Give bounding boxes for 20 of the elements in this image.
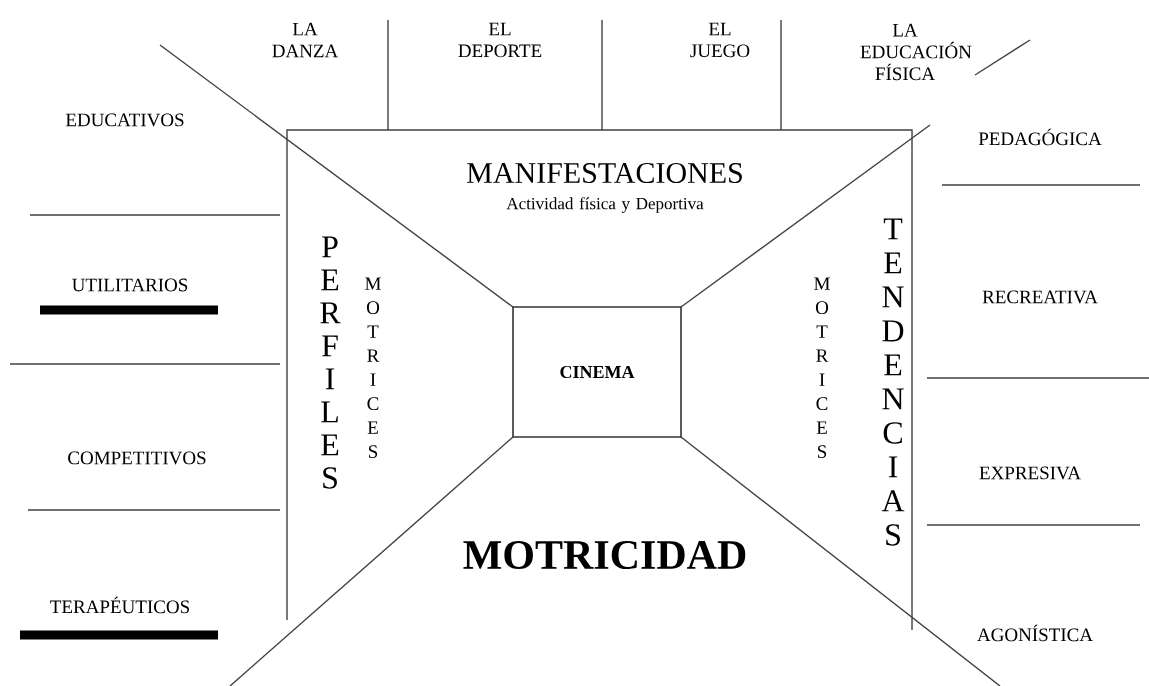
vertical-text: PERFILES bbox=[320, 236, 341, 489]
label-text: EL DEPORTE bbox=[458, 22, 542, 58]
label-text: Actividad física y Deportiva bbox=[506, 197, 704, 213]
label-text: RECREATIVA bbox=[982, 290, 1098, 304]
label-text: MANIFESTACIONES bbox=[467, 162, 742, 184]
vertical-text: MOTRICES bbox=[814, 277, 830, 459]
label-text: UTILITARIOS bbox=[72, 278, 188, 292]
label-text: COMPETITIVOS bbox=[68, 451, 206, 465]
label-text: LA DANZA bbox=[272, 22, 339, 58]
label-text: TERAPÉUTICOS bbox=[50, 596, 189, 614]
label-text: PEDAGÓGICA bbox=[978, 128, 1102, 146]
label-text: AGONÍSTICA bbox=[977, 624, 1093, 642]
label-text: EDUCATIVOS bbox=[65, 113, 184, 127]
label-text: EXPRESIVA bbox=[979, 466, 1081, 480]
label-text: MOTRICIDAD bbox=[463, 540, 746, 570]
vertical-text: MOTRICES bbox=[365, 277, 381, 459]
label-text: LA EDUCACIÓN FÍSICA bbox=[860, 23, 972, 81]
label-text: EL JUEGO bbox=[690, 22, 750, 58]
vertical-text: TENDENCIAS bbox=[881, 218, 905, 546]
center-box: CINEMA bbox=[512, 306, 682, 438]
